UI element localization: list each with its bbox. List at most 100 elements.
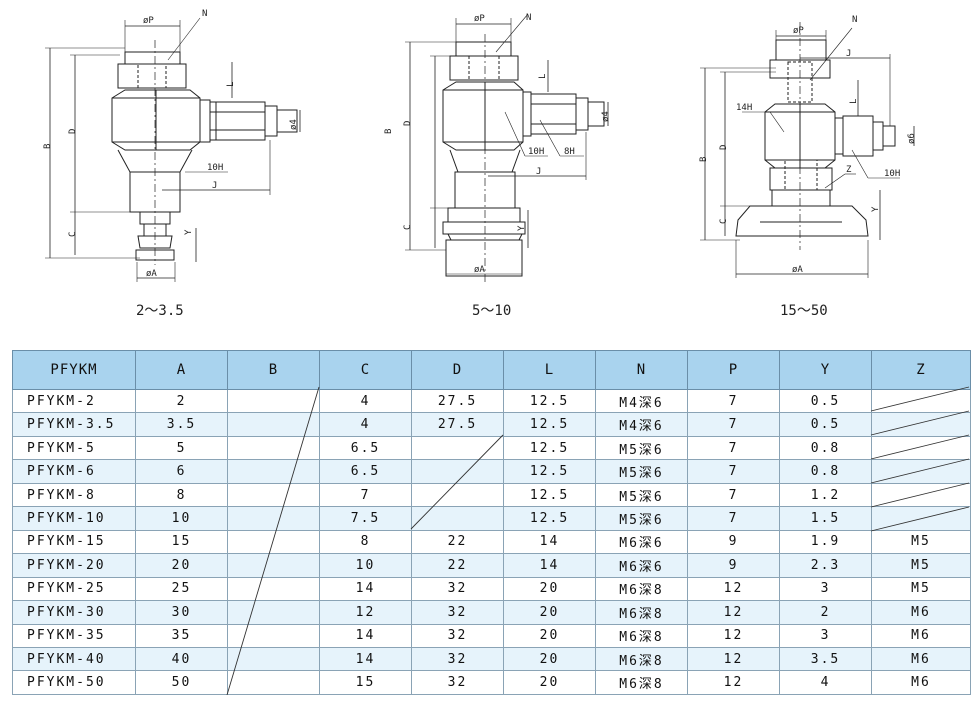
cell-l: 12.5: [503, 412, 596, 437]
cell-model: PFYKM-15: [12, 529, 136, 555]
drawing-fig2: [405, 13, 609, 282]
fig2-label-phi4: ø4: [601, 111, 611, 122]
cell-d: 32: [411, 576, 504, 602]
fig2-label-8h: 8H: [564, 147, 575, 157]
cell-b: [227, 388, 320, 414]
fig2-label-l: L: [538, 74, 548, 79]
fig1-label-b: B: [43, 144, 53, 149]
fig3-label-n: N: [852, 15, 857, 25]
cell-p: 7: [687, 506, 780, 531]
cell-c: 8: [319, 529, 412, 555]
cell-model: PFYKM-5: [12, 435, 136, 461]
cell-z: M5: [871, 576, 971, 602]
cell-a: 20: [135, 553, 228, 578]
drawing-fig1: [45, 17, 301, 282]
cell-c: 6.5: [319, 435, 412, 461]
cell-c: 15: [319, 670, 412, 695]
fig1-label-phi4: ø4: [289, 119, 299, 130]
cell-b: [227, 435, 320, 461]
cell-d: 32: [411, 623, 504, 648]
cell-n: M5深6: [595, 482, 688, 508]
cell-y: 0.8: [779, 459, 872, 484]
cell-y: 0.5: [779, 412, 872, 437]
cell-p: 12: [687, 600, 780, 625]
cell-n: M6深8: [595, 576, 688, 602]
column-header-l: L: [503, 350, 596, 390]
cell-n: M6深6: [595, 529, 688, 555]
cell-b: [227, 553, 320, 578]
cell-l: 12.5: [503, 435, 596, 461]
cell-d: 27.5: [411, 412, 504, 437]
cell-a: 40: [135, 646, 228, 672]
cell-z: [871, 435, 971, 461]
cell-a: 30: [135, 600, 228, 625]
cell-n: M4深6: [595, 412, 688, 437]
cell-y: 4: [779, 670, 872, 695]
fig1-label-10h: 10H: [207, 163, 223, 173]
cell-a: 8: [135, 482, 228, 508]
cell-model: PFYKM-35: [12, 623, 136, 648]
fig1-caption: 2～3.5: [136, 303, 184, 319]
cell-d: 32: [411, 600, 504, 625]
cell-d: 22: [411, 529, 504, 555]
cell-z: M6: [871, 623, 971, 648]
column-header-z: Z: [871, 350, 971, 390]
cell-p: 7: [687, 459, 780, 484]
fig1-label-p: øP: [143, 16, 154, 26]
cell-l: 14: [503, 553, 596, 578]
cell-z: M6: [871, 600, 971, 625]
cell-l: 20: [503, 600, 596, 625]
fig3-label-phi6: ø6: [907, 133, 917, 144]
cell-a: 5: [135, 435, 228, 461]
cell-n: M6深8: [595, 623, 688, 648]
fig2-label-d: D: [403, 121, 413, 126]
column-header-n: N: [595, 350, 688, 390]
cell-l: 12.5: [503, 388, 596, 414]
cell-y: 1.2: [779, 482, 872, 508]
cell-p: 7: [687, 482, 780, 508]
cell-b: [227, 600, 320, 625]
fig3-label-l: L: [849, 99, 859, 104]
fig2-label-j: J: [536, 167, 541, 177]
cell-b: [227, 482, 320, 508]
cell-model: PFYKM-50: [12, 670, 136, 695]
cell-p: 9: [687, 529, 780, 555]
cell-d: [411, 435, 504, 461]
cell-y: 0.8: [779, 435, 872, 461]
fig2-label-10h: 10H: [528, 147, 544, 157]
cell-n: M6深8: [595, 670, 688, 695]
cell-z: M6: [871, 670, 971, 695]
cell-n: M6深8: [595, 646, 688, 672]
cell-n: M6深6: [595, 553, 688, 578]
cell-y: 1.5: [779, 506, 872, 531]
fig1-label-l: L: [226, 82, 236, 87]
cell-b: [227, 576, 320, 602]
cell-p: 7: [687, 388, 780, 414]
fig1-label-y: Y: [184, 229, 194, 235]
cell-d: 32: [411, 646, 504, 672]
fig2-caption: 5～10: [472, 303, 512, 319]
cell-l: 14: [503, 529, 596, 555]
fig2-label-y: Y: [517, 225, 527, 231]
cell-l: 12.5: [503, 482, 596, 508]
cell-model: PFYKM-20: [12, 553, 136, 578]
cell-c: 7.5: [319, 506, 412, 531]
fig3-label-d: D: [719, 145, 729, 150]
fig1-label-d: D: [68, 129, 78, 134]
drawing-fig3: [700, 22, 915, 278]
cell-y: 3: [779, 623, 872, 648]
cell-l: 20: [503, 670, 596, 695]
cell-y: 3: [779, 576, 872, 602]
fig2-label-n: N: [526, 13, 531, 23]
cell-c: 14: [319, 623, 412, 648]
fig3-label-p: øP: [793, 26, 804, 36]
cell-a: 6: [135, 459, 228, 484]
